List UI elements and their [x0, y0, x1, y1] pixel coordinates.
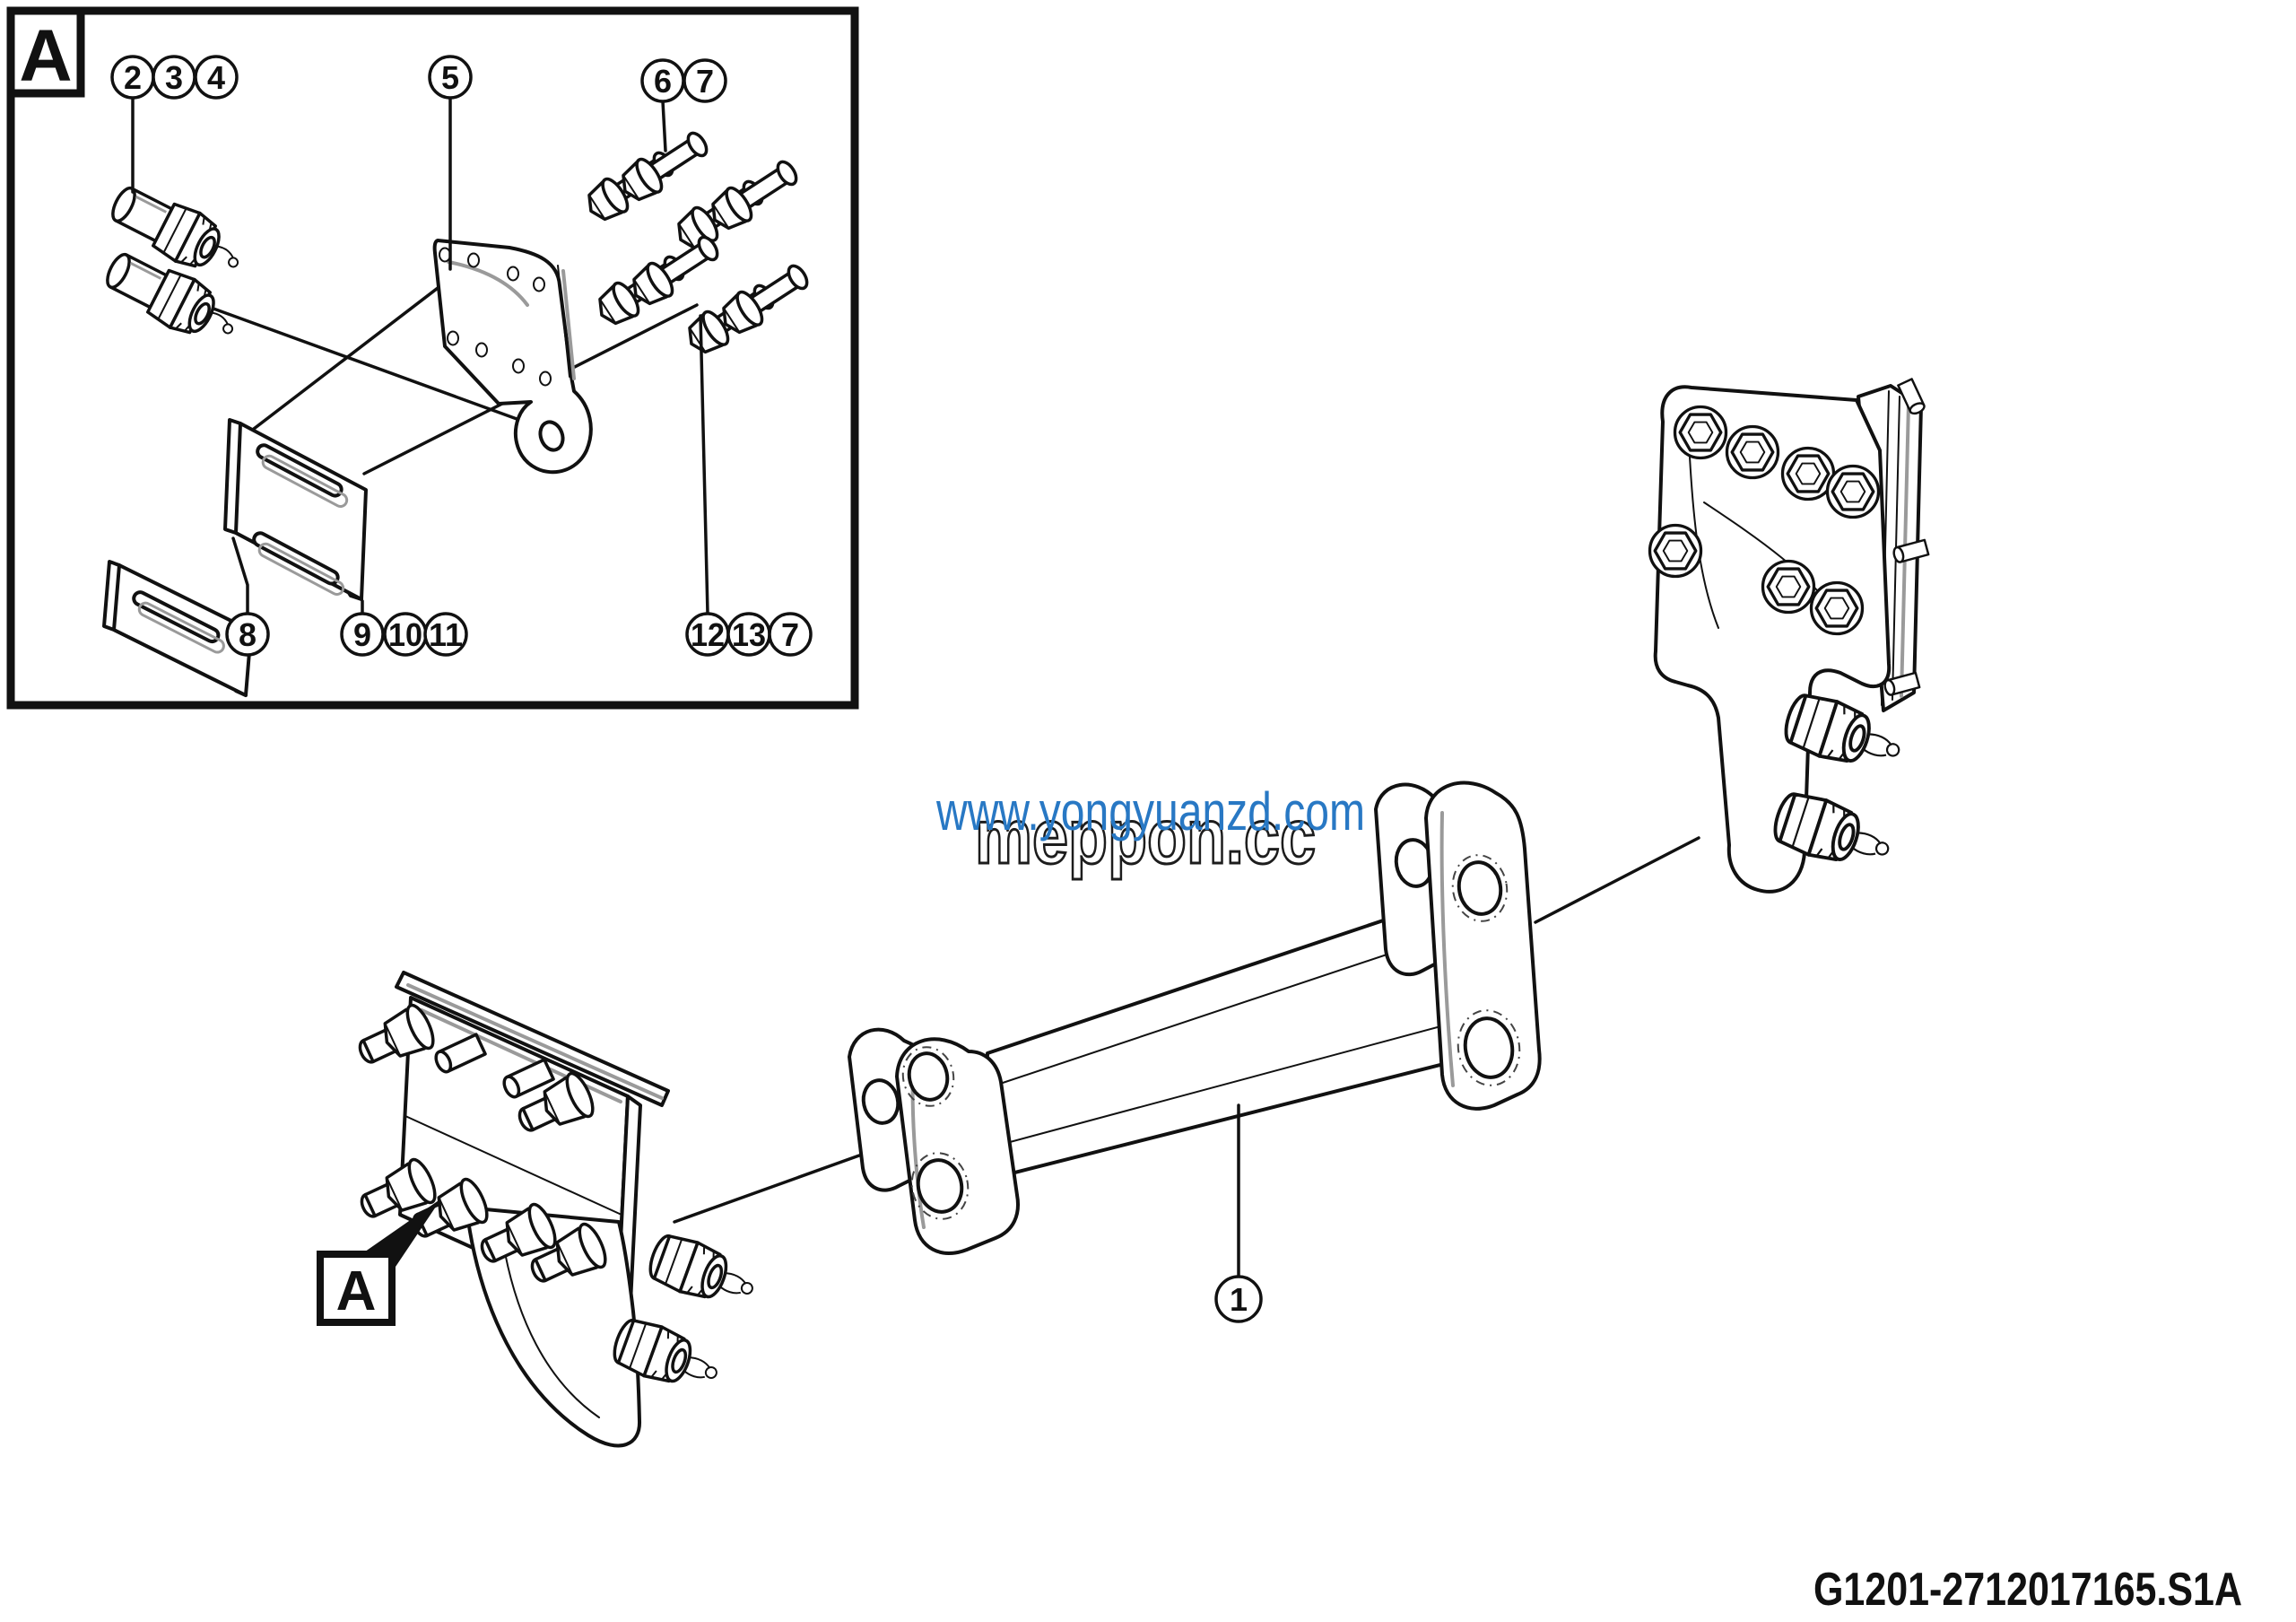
callout-12-label: 12: [691, 616, 725, 653]
bracket-5-holes: [439, 247, 552, 387]
callout-6: 6: [640, 58, 685, 103]
callout-3: 3: [152, 55, 196, 100]
detail-box-label-frame: [6, 6, 85, 98]
detail-box-label: A: [19, 15, 72, 97]
callout-8-label: 8: [239, 616, 257, 653]
bracket-part-5: [432, 239, 593, 475]
callout-7a-label: 7: [696, 63, 714, 100]
callout-9-label: 9: [353, 616, 371, 653]
callout-13-label: 13: [732, 616, 766, 653]
callout-2-label: 2: [124, 59, 142, 96]
detail-pointer-frame: [317, 1251, 396, 1326]
callout-8: 8: [225, 612, 270, 657]
callout-11: 11: [423, 612, 468, 657]
watermark: meppon.cc www.yongyuanzd.com: [935, 781, 1365, 882]
main-leader-lines: [673, 836, 1700, 1278]
callout-1: 1: [1214, 1275, 1263, 1323]
callout-4: 4: [194, 55, 239, 100]
shim-plate-8: [102, 560, 253, 697]
callout-1-label: 1: [1230, 1281, 1248, 1318]
callout-7a: 7: [683, 58, 727, 103]
detail-pointer-label: A: [336, 1260, 377, 1322]
detail-box-border: [6, 6, 859, 710]
callout-9: 9: [340, 612, 385, 657]
callout-balloons-detail: 2 3 4 5 6 7 8: [110, 55, 813, 657]
callout-leaders: [131, 96, 709, 615]
callout-4-label: 4: [207, 59, 225, 96]
bolt-group-6-7: [578, 123, 805, 257]
callout-13: 13: [726, 612, 771, 657]
callout-12: 12: [685, 612, 730, 657]
part-number: G1201-2712017165.S1A: [1813, 1564, 2242, 1616]
callout-10-label: 10: [388, 616, 422, 653]
callout-7b: 7: [768, 612, 813, 657]
callout-5: 5: [428, 55, 473, 100]
callout-2: 2: [110, 55, 155, 100]
callout-3-label: 3: [165, 59, 183, 96]
watermark-brand-text: meppon.cc: [975, 794, 1316, 880]
callout-5-label: 5: [441, 59, 459, 96]
shim-plate-9: [223, 418, 368, 601]
watermark-url-text: www.yongyuanzd.com: [935, 781, 1365, 842]
right-bracket-assembly: [1648, 378, 1930, 894]
callout-6-label: 6: [654, 63, 672, 100]
callout-11-label: 11: [429, 616, 463, 653]
left-bracket-assembly: [350, 971, 763, 1448]
detail-box: A: [6, 6, 859, 710]
detail-pointer: A: [317, 1199, 441, 1326]
beam-part: [848, 780, 1542, 1255]
callout-10: 10: [383, 612, 428, 657]
callout-7b-label: 7: [781, 616, 799, 653]
